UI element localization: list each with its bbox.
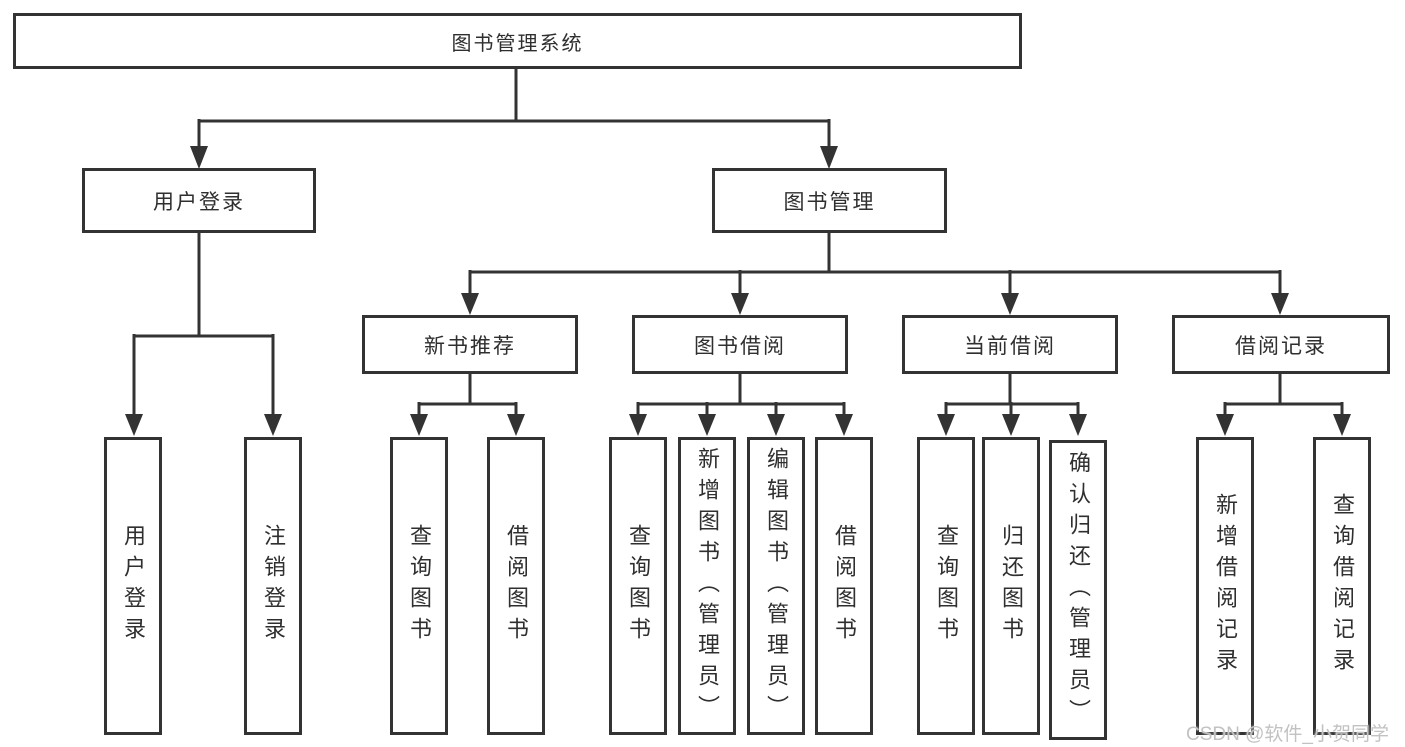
leaf-borrow-books-label: 借阅图书 (832, 524, 857, 648)
csdn-watermark: CSDN @软件_小贺同学 (1186, 724, 1389, 745)
leaf-add-borrow-record: 新增借阅记录 (1196, 437, 1254, 735)
group-new-book-recommend-label: 新书推荐 (424, 334, 516, 358)
leaf-borrow-query-books-label: 查询图书 (626, 524, 651, 648)
branch-book-management-label: 图书管理 (783, 190, 876, 214)
leaf-borrow-query-books: 查询图书 (609, 437, 667, 735)
leaf-recommend-borrow-books-label: 借阅图书 (504, 524, 529, 648)
leaf-current-query-books: 查询图书 (917, 437, 975, 735)
group-borrow-records-label: 借阅记录 (1235, 334, 1327, 358)
group-book-borrow: 图书借阅 (632, 315, 848, 374)
leaf-recommend-borrow-books: 借阅图书 (487, 437, 545, 735)
group-current-borrow: 当前借阅 (902, 315, 1118, 374)
leaf-return-book-label: 归还图书 (999, 524, 1024, 648)
leaf-confirm-return-admin: 确认归还（管理员） (1049, 440, 1107, 740)
group-new-book-recommend: 新书推荐 (362, 315, 578, 374)
leaf-add-book-admin: 新增图书（管理员） (678, 437, 736, 735)
leaf-edit-book-admin: 编辑图书（管理员） (747, 437, 805, 735)
root-node: 图书管理系统 (13, 13, 1022, 69)
branch-user-login-label: 用户登录 (153, 190, 245, 214)
leaf-logout: 注销登录 (244, 437, 302, 735)
leaf-current-query-books-label: 查询图书 (934, 524, 959, 648)
leaf-confirm-return-admin-label: 确认归还（管理员） (1066, 450, 1091, 730)
leaf-logout-label: 注销登录 (261, 524, 286, 648)
leaf-query-borrow-record: 查询借阅记录 (1313, 437, 1371, 735)
branch-book-management: 图书管理 (712, 168, 947, 233)
leaf-user-login-label: 用户登录 (121, 524, 146, 648)
group-book-borrow-label: 图书借阅 (694, 334, 786, 358)
leaf-user-login: 用户登录 (104, 437, 162, 735)
leaf-query-borrow-record-label: 查询借阅记录 (1330, 493, 1355, 679)
leaf-add-book-admin-label: 新增图书（管理员） (695, 446, 720, 726)
group-current-borrow-label: 当前借阅 (964, 334, 1056, 358)
root-node-label: 图书管理系统 (451, 32, 584, 55)
leaf-recommend-query-books-label: 查询图书 (407, 524, 432, 648)
leaf-return-book: 归还图书 (982, 437, 1040, 735)
leaf-recommend-query-books: 查询图书 (390, 437, 448, 735)
leaf-add-borrow-record-label: 新增借阅记录 (1213, 493, 1238, 679)
leaf-edit-book-admin-label: 编辑图书（管理员） (764, 446, 789, 726)
group-borrow-records: 借阅记录 (1172, 315, 1390, 374)
branch-user-login: 用户登录 (82, 168, 316, 233)
leaf-borrow-books: 借阅图书 (815, 437, 873, 735)
